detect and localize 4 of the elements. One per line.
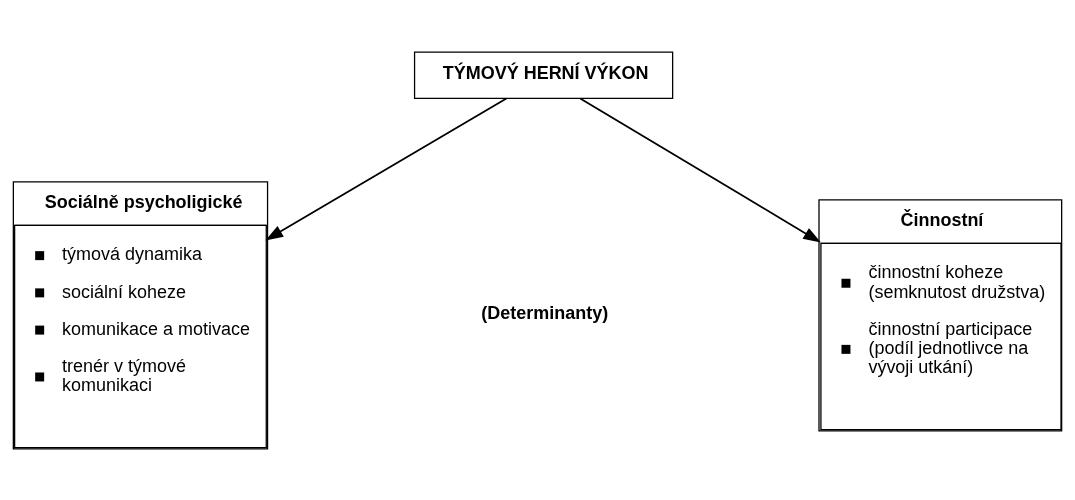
arrow bbox=[579, 97, 821, 243]
node-box: TÝMOVÝ HERNÍ VÝKON bbox=[413, 51, 674, 99]
arrow bbox=[265, 97, 508, 240]
label: (Determinanty) bbox=[481, 302, 609, 323]
